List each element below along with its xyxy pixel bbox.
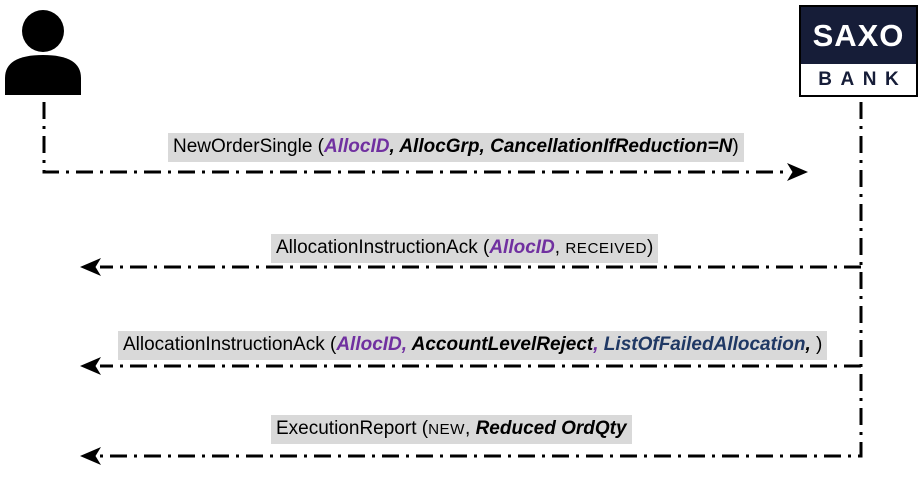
- msg-segment: ,: [554, 237, 566, 258]
- arrow-left-head-3: [80, 357, 101, 375]
- arrow-right-head: [787, 163, 808, 181]
- saxo-logo-bottom: BANK: [801, 64, 916, 95]
- message-label-allocation-ack-received: AllocationInstructionAck (AllocID, RECEI…: [271, 234, 659, 263]
- msg-segment: ,: [805, 334, 811, 355]
- saxo-logo-top: SAXO: [801, 7, 916, 64]
- user-actor: [3, 8, 83, 96]
- person-icon: [5, 10, 81, 95]
- msg-segment: ): [647, 237, 654, 258]
- msg-segment: ,: [465, 418, 476, 439]
- msg-segment: AllocGrp, CancellationIfReduction=N: [399, 136, 733, 157]
- msg-segment: NewOrderSingle (: [173, 136, 324, 157]
- msg-segment: ExecutionReport (: [276, 418, 429, 439]
- msg-segment: ): [732, 136, 739, 157]
- saxo-logo-top-text: SAXO: [812, 17, 905, 53]
- msg-segment: NEW: [428, 421, 466, 438]
- msg-segment: ListOfFailedAllocation: [598, 334, 806, 355]
- message-label-allocation-ack-reject: AllocationInstructionAck (AllocID, Accou…: [118, 331, 828, 360]
- msg-segment: AccountLevelReject: [407, 334, 594, 355]
- msg-segment: Reduced OrdQty: [475, 418, 627, 439]
- msg-segment: AllocationInstructionAck (: [123, 334, 337, 355]
- msg-segment: ,: [389, 136, 400, 157]
- message-label-new-order-single: NewOrderSingle (AllocID, AllocGrp, Cance…: [168, 133, 744, 162]
- msg-segment: AllocationInstructionAck (: [276, 237, 490, 258]
- arrow-left-head-2: [80, 258, 101, 276]
- msg-segment: RECEIVED: [565, 240, 647, 257]
- saxo-bank-logo: SAXO BANK: [799, 5, 918, 97]
- arrow-left-head-4: [80, 447, 101, 465]
- saxo-logo-bottom-text: BANK: [818, 68, 908, 90]
- msg-segment: AllocID,: [336, 334, 408, 355]
- msg-segment: AllocID: [489, 237, 555, 258]
- msg-segment: AllocID: [324, 136, 390, 157]
- msg-segment: ,: [593, 334, 599, 355]
- message-label-execution-report: ExecutionReport (NEW, Reduced OrdQty: [271, 415, 632, 444]
- msg-segment: ): [810, 334, 823, 355]
